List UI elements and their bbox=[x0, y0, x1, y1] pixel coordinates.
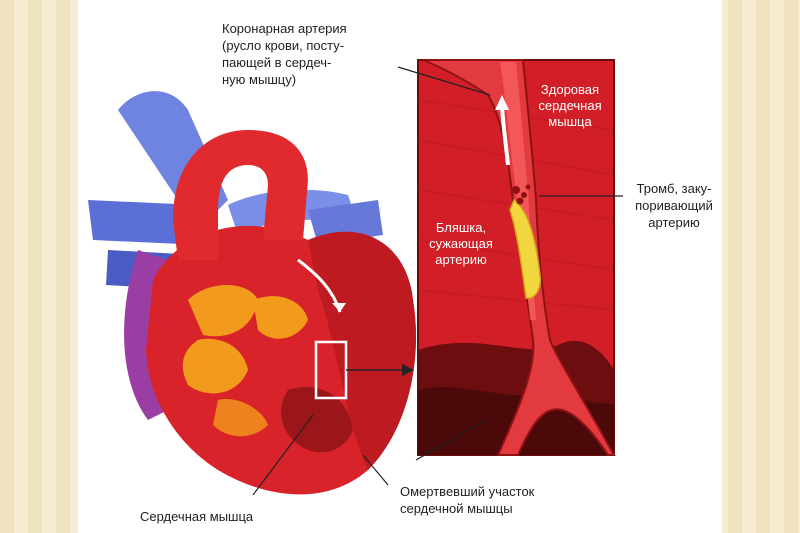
plaque-shape bbox=[509, 198, 542, 299]
leader-lines bbox=[252, 66, 623, 496]
label-thrombus: Тромб, заку- поривающий артерию bbox=[635, 181, 713, 230]
label-plaque: Бляшка, сужающая артерию bbox=[429, 220, 493, 267]
dead-area-shading bbox=[281, 386, 353, 453]
label-healthy-muscle: Здоровая сердечная мышца bbox=[538, 82, 602, 129]
aorta bbox=[173, 130, 308, 260]
thrombus-shape bbox=[512, 184, 531, 205]
artery-inset bbox=[417, 59, 616, 456]
label-coronary-artery: Коронарная артерия (русло крови, посту- … bbox=[222, 21, 347, 87]
label-heart-muscle: Сердечная мышца bbox=[140, 509, 254, 524]
heart-diagram bbox=[88, 59, 623, 496]
label-dead-area: Омертвевший участок сердечной мышцы bbox=[400, 484, 535, 516]
zoom-arrow bbox=[402, 364, 414, 376]
fat-patches bbox=[182, 285, 308, 437]
flow-arrow bbox=[495, 95, 509, 110]
slide: Коронарная артерия (русло крови, посту- … bbox=[78, 0, 722, 533]
